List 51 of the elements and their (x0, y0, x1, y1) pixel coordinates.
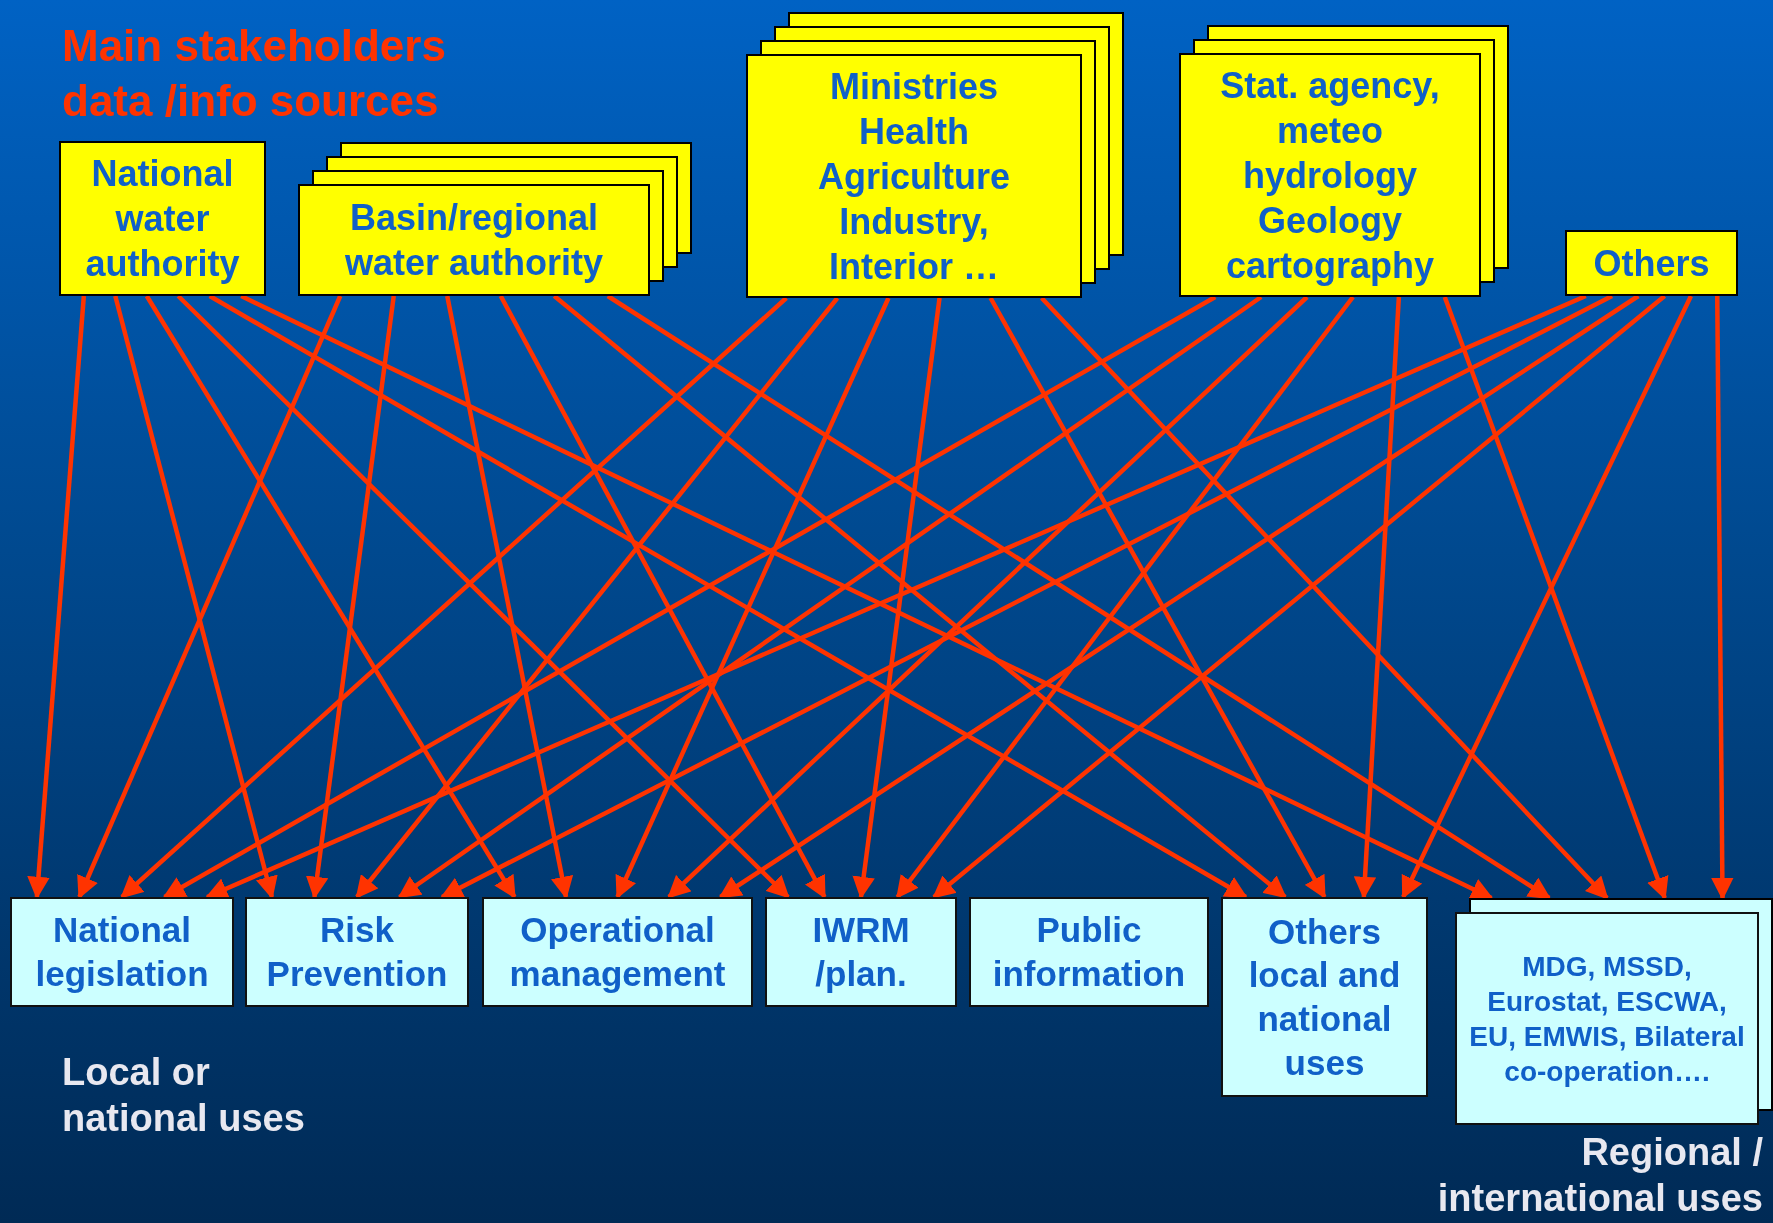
use-box (765, 897, 957, 1007)
arrow (498, 294, 827, 899)
source-box (746, 54, 1082, 298)
arrow (445, 295, 574, 900)
arrow (667, 295, 1309, 899)
box-label: Stat. agency, meteo hydrology Geology cartography (1219, 63, 1441, 288)
arrow (852, 297, 942, 900)
arrow (113, 295, 278, 900)
arrow (305, 295, 396, 900)
box-label: Public information (991, 909, 1187, 995)
arrow (1711, 295, 1734, 901)
source-box (1565, 230, 1738, 296)
box-label: Ministries Health Agriculture Industry, Interior … (817, 64, 1011, 289)
box-label: MDG, MSSD, Eurostat, ESCWA, EU, EMWIS, Bilateral co-operation…. (1468, 949, 1746, 1089)
arrow (440, 294, 1614, 899)
use-box (10, 897, 234, 1007)
arrow (355, 296, 840, 899)
group-label: Local or national uses (62, 1050, 306, 1141)
arrow (144, 294, 517, 899)
use-box (1455, 912, 1759, 1125)
box-label: National legislation (34, 909, 210, 995)
box-label: Others (1592, 241, 1711, 286)
box-label: IWRM /plan. (811, 909, 911, 995)
arrow (27, 295, 87, 900)
arrow (988, 296, 1327, 899)
group-label: Regional / international uses (1436, 1130, 1763, 1221)
arrow (1353, 296, 1402, 900)
arrow (1442, 296, 1669, 901)
arrow (1401, 295, 1693, 900)
source-box (59, 141, 266, 296)
use-box (1221, 897, 1428, 1097)
heading: Main stakeholders data /info sources (62, 20, 447, 127)
source-box (1179, 53, 1481, 297)
arrow (1040, 296, 1609, 900)
arrow (397, 295, 1263, 899)
arrow (615, 297, 891, 900)
arrow (552, 294, 1287, 899)
arrow (718, 294, 1640, 899)
box-label: National water authority (84, 152, 241, 286)
use-box (482, 897, 753, 1007)
arrow (932, 294, 1667, 899)
arrow (606, 294, 1552, 900)
arrow (895, 295, 1355, 899)
use-box (969, 897, 1209, 1007)
arrow (77, 295, 343, 900)
box-label: Others local and national uses (1247, 910, 1402, 1084)
box-label: Basin/regional water authority (343, 196, 604, 285)
box-label: Risk Prevention (265, 909, 449, 995)
use-box (245, 897, 469, 1007)
source-box (298, 184, 650, 296)
box-label: Operational management (508, 909, 727, 995)
